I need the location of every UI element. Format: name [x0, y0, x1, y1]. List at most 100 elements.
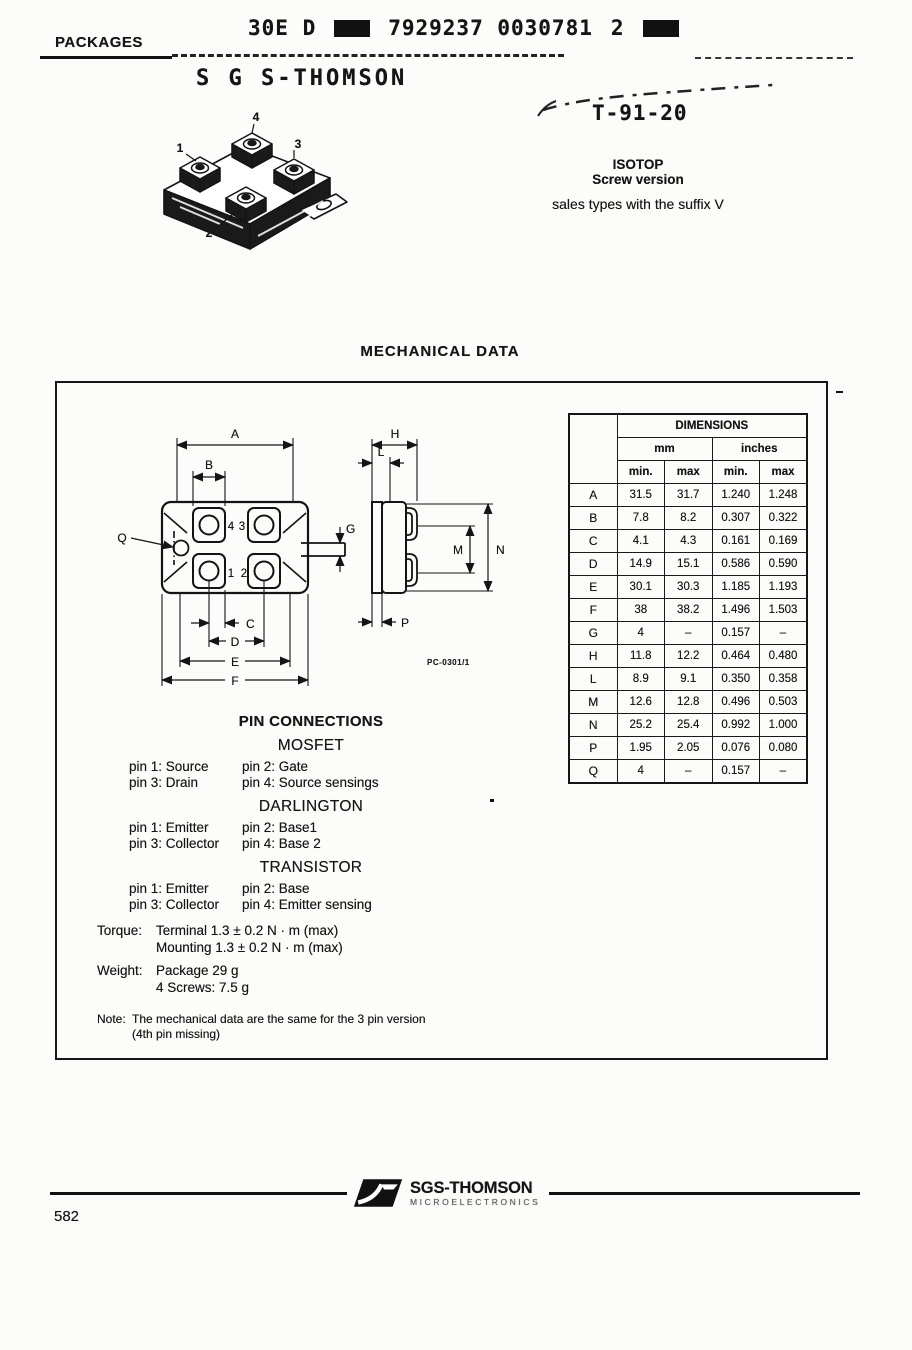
dim-label-m: M [453, 543, 463, 557]
dim-value: 0.322 [759, 506, 808, 530]
dim-value: 0.307 [711, 506, 760, 530]
dim-ref: F [568, 598, 618, 622]
dim-ref: N [568, 713, 618, 737]
pad-label-2: 2 [241, 568, 247, 580]
terminal-1 [179, 156, 221, 193]
dim-value: 38.2 [664, 598, 713, 622]
pin-assignment: pin 2: Base1 [242, 820, 318, 835]
header-rule [40, 56, 172, 59]
dim-ref: H [568, 644, 618, 668]
dim-value: 25.4 [664, 713, 713, 737]
dim-ref: C [568, 529, 618, 553]
dim-value: 0.076 [711, 736, 760, 760]
pad-label-1: 1 [228, 568, 234, 580]
dim-value: 4 [616, 759, 665, 784]
terminal-3 [273, 158, 315, 195]
dim-value: 0.992 [711, 713, 760, 737]
dim-value: 1.000 [759, 713, 808, 737]
package-version: Screw version [592, 172, 684, 187]
section-label: PACKAGES [55, 34, 143, 51]
pin-assignment: pin 2: Base [242, 881, 310, 896]
dim-label-q: Q [117, 531, 126, 545]
dim-value: 4.1 [616, 529, 665, 553]
dim-value: 1.240 [711, 483, 760, 507]
dim-ref: E [568, 575, 618, 599]
dim-value: – [664, 621, 713, 645]
dim-value: 1.496 [711, 598, 760, 622]
pad-label-3: 3 [239, 521, 245, 533]
unit-mm-header: mm [616, 437, 713, 461]
dim-value: 12.2 [664, 644, 713, 668]
table-corner-cell [569, 414, 618, 484]
dim-value: 15.1 [664, 552, 713, 576]
pin-assignment: pin 4: Source sensings [242, 775, 379, 790]
iso-pin-label-1: 1 [177, 141, 184, 155]
dim-value: 0.358 [759, 667, 808, 691]
dim-label-a: A [231, 427, 239, 441]
dimensions-table: DIMENSIONS mm inches min. max min. max A… [568, 413, 808, 784]
torque-label: Torque: [97, 923, 143, 938]
front-body-outline [160, 500, 310, 595]
dim-ref: G [568, 621, 618, 645]
scan-noise-dash [836, 391, 843, 393]
handwritten-curve [537, 83, 774, 117]
drawing-reference: PC-0301/1 [427, 658, 470, 667]
dim-value: 14.9 [616, 552, 665, 576]
dim-value: 0.157 [711, 621, 760, 645]
terminal-4 [231, 132, 273, 169]
dim-value: 30.1 [616, 575, 665, 599]
torque-terminal: Terminal 1.3 ± 0.2 N · m (max) [156, 923, 339, 938]
pin-assignment: pin 4: Base 2 [242, 836, 321, 851]
page-number: 582 [54, 1208, 80, 1225]
dim-ref: P [568, 736, 618, 760]
header-dashed-rule-right [695, 57, 853, 59]
header-code-number: 7929237 0030781 [388, 16, 593, 40]
dim-ref: M [568, 690, 618, 714]
pin-assignment: pin 4: Emitter sensing [242, 897, 372, 912]
dim-value: 1.185 [711, 575, 760, 599]
note-line-1: The mechanical data are the same for the… [132, 1012, 426, 1026]
dim-value: 0.480 [759, 644, 808, 668]
dim-value: 25.2 [616, 713, 665, 737]
header-dashed-rule [172, 54, 564, 57]
dim-value: 12.8 [664, 690, 713, 714]
side-terminals [406, 507, 418, 587]
dim-value: 9.1 [664, 667, 713, 691]
dim-value: – [759, 621, 808, 645]
dim-value: – [759, 759, 808, 784]
footer-logo-block: SGS-THOMSON MICROELECTRONICS [347, 1170, 549, 1216]
dim-value: 7.8 [616, 506, 665, 530]
footer-brand: SGS-THOMSON [410, 1178, 533, 1197]
package-sales-note: sales types with the suffix V [552, 196, 724, 212]
dim-ref: L [568, 667, 618, 691]
col-header-max-mm: max [664, 460, 713, 484]
dim-value: 31.5 [616, 483, 665, 507]
dim-value: 4 [616, 621, 665, 645]
dim-value: 0.586 [711, 552, 760, 576]
side-baseplate [371, 501, 383, 594]
package-code: T-91-20 [592, 101, 688, 125]
dim-label-d: D [231, 635, 240, 649]
table-title: DIMENSIONS [616, 413, 808, 438]
dim-value: 30.3 [664, 575, 713, 599]
dim-value: 0.157 [711, 759, 760, 784]
terminal-2 [225, 186, 267, 223]
torque-spec: Torque: Terminal 1.3 ± 0.2 N · m (max) M… [97, 923, 537, 956]
note-line-2: (4th pin missing) [132, 1026, 221, 1041]
weight-screws: 4 Screws: 7.5 g [156, 979, 250, 995]
pin-connections-title: PIN CONNECTIONS [238, 713, 384, 730]
dim-value: 2.05 [664, 736, 713, 760]
header-code-line: 30E D 7929237 0030781 2 [248, 16, 679, 40]
redaction-block-icon [334, 19, 371, 37]
